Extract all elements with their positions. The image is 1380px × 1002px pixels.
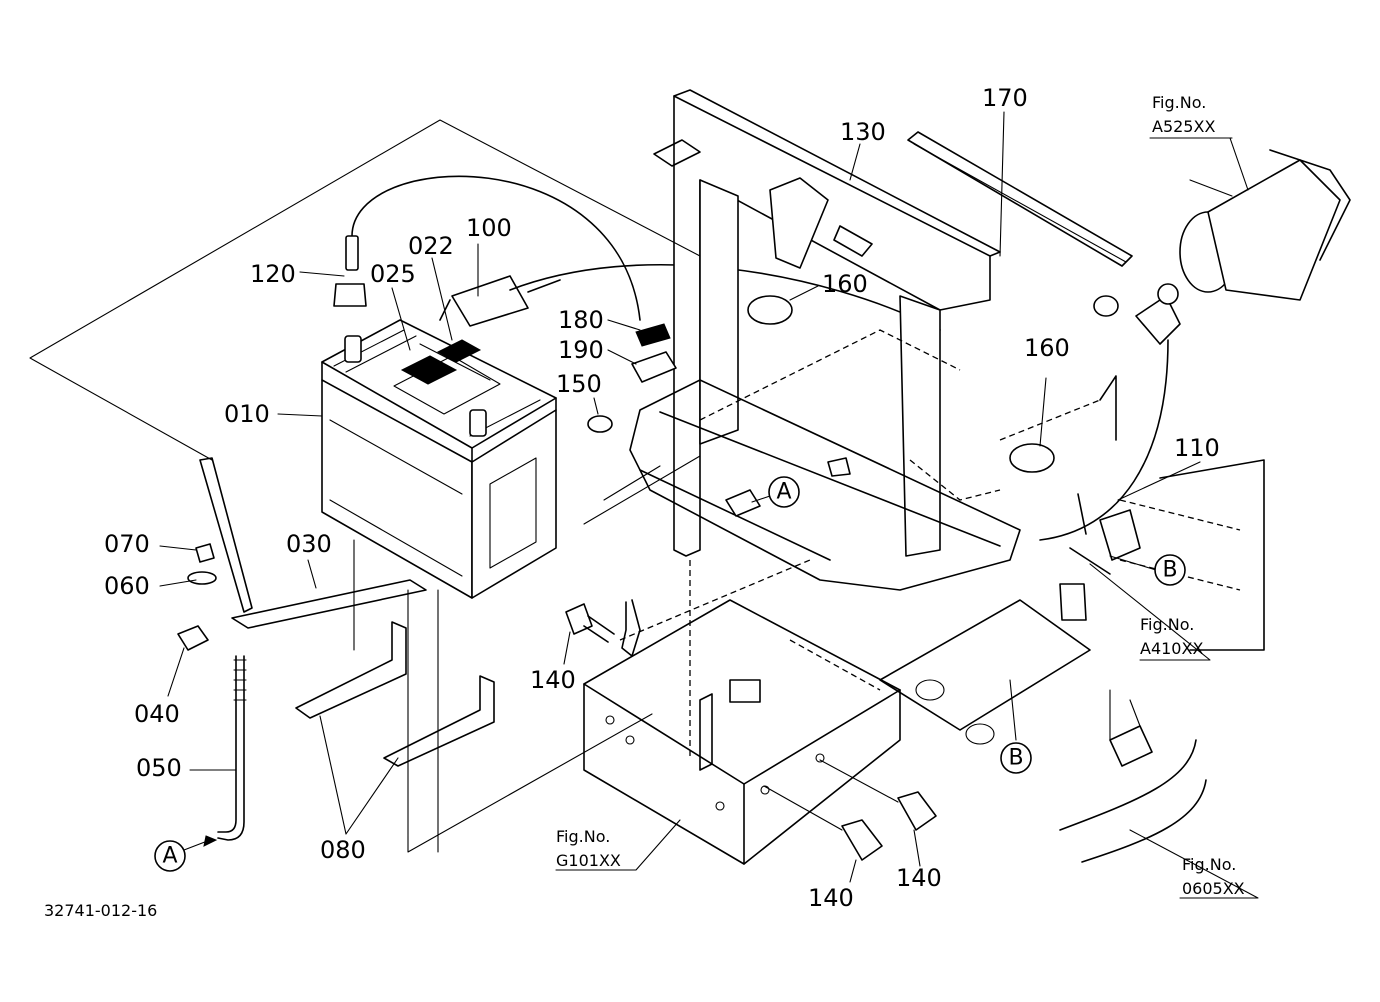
part-label-022: 022 bbox=[408, 232, 454, 260]
fig-ref-a525-code: A525XX bbox=[1152, 117, 1215, 136]
part-label-150: 150 bbox=[556, 370, 602, 398]
drawing-number: 32741-012-16 bbox=[44, 901, 157, 920]
part-label-060: 060 bbox=[104, 572, 150, 600]
part-labels: 170 130 100 022 120 025 160 180 190 150 … bbox=[104, 84, 1220, 912]
fig-ref-a410-code: A410XX bbox=[1140, 639, 1203, 658]
part-label-040: 040 bbox=[134, 700, 180, 728]
fig-ref-g101-code: G101XX bbox=[556, 851, 621, 870]
part-label-050: 050 bbox=[136, 754, 182, 782]
fig-ref-0605-code: 0605XX bbox=[1182, 879, 1245, 898]
part-label-025: 025 bbox=[370, 260, 416, 288]
part-label-140-bottom: 140 bbox=[808, 884, 854, 912]
starter-motor bbox=[1039, 149, 1351, 541]
battery bbox=[321, 319, 557, 599]
leader-lines bbox=[159, 111, 1259, 899]
fig-ref-a410-caption: Fig.No. bbox=[1140, 615, 1194, 634]
fig-ref-a525-caption: Fig.No. bbox=[1152, 93, 1206, 112]
grommets bbox=[587, 295, 1055, 473]
assembly-outline bbox=[29, 119, 701, 853]
part-label-030: 030 bbox=[286, 530, 332, 558]
part-label-160-right: 160 bbox=[1024, 334, 1070, 362]
connection-tag-b-lower: B bbox=[1008, 746, 1023, 771]
battery-frame bbox=[629, 89, 1021, 591]
connection-tag-b-right: B bbox=[1162, 558, 1177, 583]
part-label-130: 130 bbox=[840, 118, 886, 146]
connection-tag-a-top-circle bbox=[768, 476, 800, 508]
part-label-140-right: 140 bbox=[896, 864, 942, 892]
switch-assembly bbox=[1059, 493, 1141, 621]
part-label-170: 170 bbox=[982, 84, 1028, 112]
part-label-070: 070 bbox=[104, 530, 150, 558]
battery-stays bbox=[295, 621, 495, 767]
fig-ref-g101-caption: Fig.No. bbox=[556, 827, 610, 846]
part-label-180: 180 bbox=[558, 306, 604, 334]
connection-tag-a-top: A bbox=[776, 480, 791, 505]
part-label-190: 190 bbox=[558, 336, 604, 364]
connection-tags: A A B B bbox=[154, 476, 1186, 872]
positive-cable bbox=[333, 175, 641, 321]
part-label-110: 110 bbox=[1174, 434, 1220, 462]
part-label-080: 080 bbox=[320, 836, 366, 864]
fig-ref-0605-caption: Fig.No. bbox=[1182, 855, 1236, 874]
part-label-120: 120 bbox=[250, 260, 296, 288]
hold-down-assembly bbox=[177, 457, 427, 841]
connection-tag-a-bottom-circle bbox=[154, 840, 186, 872]
rubber-strip bbox=[907, 131, 1133, 267]
connection-tag-b-lower-circle bbox=[1000, 742, 1032, 774]
part-label-160-top: 160 bbox=[822, 270, 868, 298]
part-label-140-left: 140 bbox=[530, 666, 576, 694]
connection-tag-b-right-circle bbox=[1154, 554, 1186, 586]
bolts bbox=[565, 599, 937, 861]
part-label-100: 100 bbox=[466, 214, 512, 242]
part-label-010: 010 bbox=[224, 400, 270, 428]
connection-tag-a-bottom: A bbox=[162, 844, 177, 869]
figure-references: Fig.No. A525XX Fig.No. A410XX Fig.No. G1… bbox=[556, 93, 1245, 898]
